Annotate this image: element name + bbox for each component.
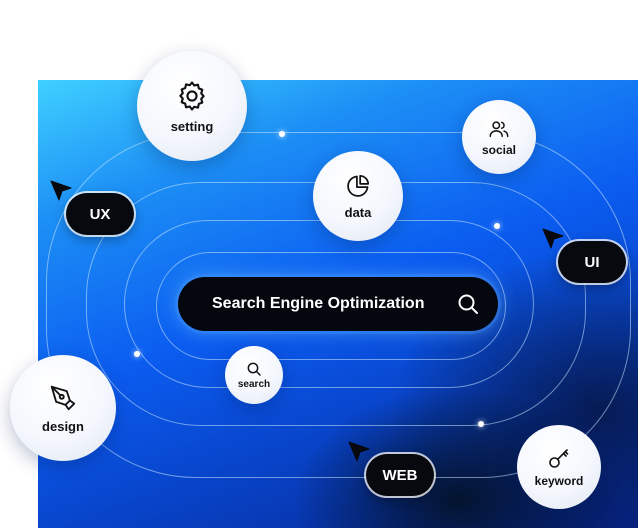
ux-tag[interactable]: UX: [66, 193, 134, 235]
cursor-icon: [348, 441, 370, 462]
social-node[interactable]: social: [462, 100, 536, 174]
setting-node[interactable]: setting: [137, 51, 247, 161]
orbit-dot: [478, 421, 484, 427]
orbit-dot: [494, 223, 500, 229]
ui-tag-label: UI: [584, 253, 600, 271]
seo-search-bar[interactable]: Search Engine Optimization: [178, 277, 498, 331]
cursor-icon: [542, 228, 564, 249]
search-icon: [246, 361, 262, 377]
key-icon: [547, 446, 571, 470]
orbit-track-inner: [156, 252, 506, 360]
setting-label: setting: [170, 118, 214, 134]
search-icon[interactable]: [456, 292, 480, 316]
orbit-dot: [134, 351, 140, 357]
design-node[interactable]: design: [10, 355, 116, 461]
pen-tool-icon: [48, 383, 78, 413]
ux-tag-label: UX: [89, 205, 111, 223]
search-bar-label: Search Engine Optimization: [212, 295, 425, 312]
data-label: data: [344, 204, 372, 220]
search-node-label: search: [237, 378, 271, 390]
web-tag[interactable]: WEB: [366, 454, 434, 496]
orbit-dot: [279, 131, 285, 137]
cursor-icon: [50, 180, 72, 201]
web-tag-label: WEB: [382, 466, 418, 484]
search-node[interactable]: search: [225, 346, 283, 404]
data-node[interactable]: data: [313, 151, 403, 241]
gear-icon: [175, 79, 209, 113]
keyword-label: keyword: [534, 474, 584, 488]
orbit-track-outer: [46, 132, 631, 478]
pie-chart-icon: [345, 173, 371, 199]
ui-tag[interactable]: UI: [558, 241, 626, 283]
users-icon: [488, 118, 510, 140]
keyword-node[interactable]: keyword: [517, 425, 601, 509]
social-label: social: [481, 142, 517, 157]
design-label: design: [42, 418, 84, 434]
